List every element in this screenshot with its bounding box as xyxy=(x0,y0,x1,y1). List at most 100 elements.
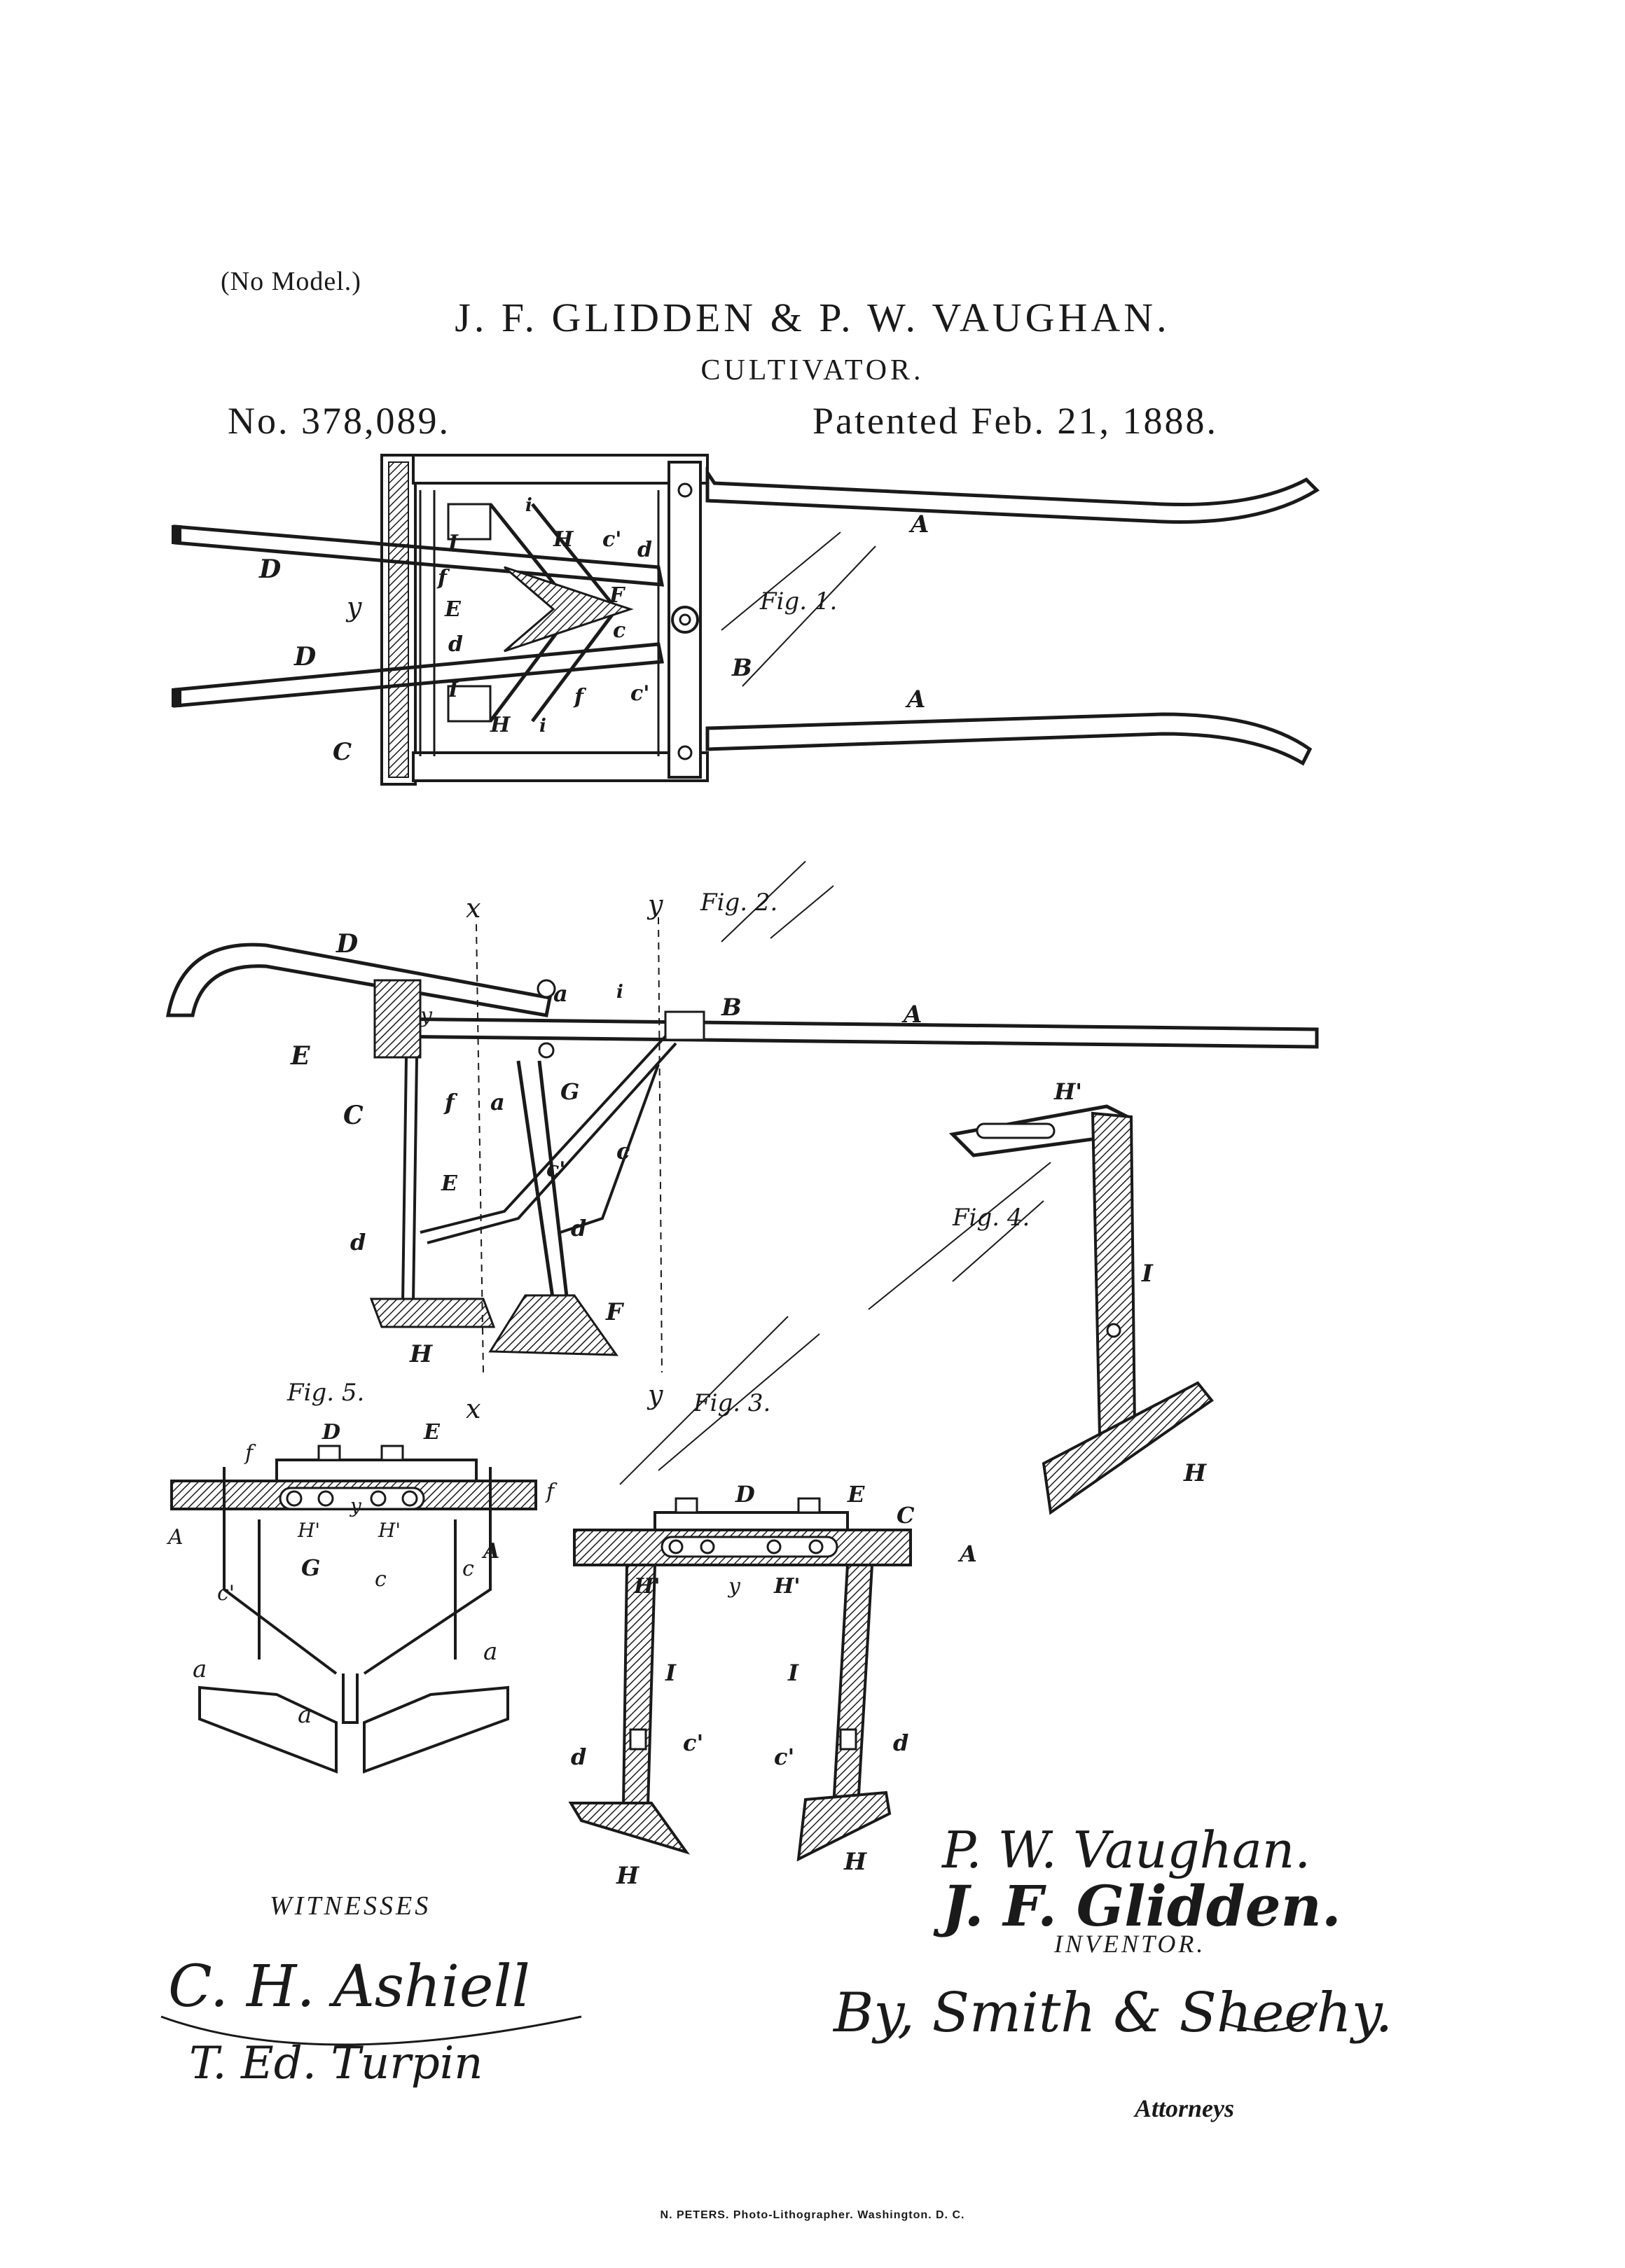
no-model-note: (No Model.) xyxy=(221,267,361,296)
patent-title: CULTIVATOR. xyxy=(700,354,925,387)
fig2-label-y: y xyxy=(419,1003,433,1028)
label-f-upper: f xyxy=(436,566,450,590)
fig-4-caption: Fig. 4. xyxy=(952,1204,1030,1232)
fig5-label-G: G xyxy=(301,1554,320,1581)
fig-5-caption: Fig. 5. xyxy=(286,1379,364,1407)
witness-signature-1: C. H. Ashiell xyxy=(168,1954,530,2020)
fig5-label-a-left: a xyxy=(193,1655,207,1683)
fig3-label-c-prime-left: c' xyxy=(683,1730,703,1756)
fig2-label-f: f xyxy=(443,1089,458,1115)
label-H-upper: H xyxy=(553,527,574,552)
fig2-label-c: c xyxy=(616,1138,630,1164)
patent-date: Patented Feb. 21, 1888. xyxy=(813,400,1218,442)
fig2-label-c-prime: c' xyxy=(546,1157,565,1182)
fig3-label-C: C xyxy=(897,1502,915,1529)
fig3-label-A: A xyxy=(957,1540,977,1567)
fig5-label-a-center: a xyxy=(298,1701,312,1729)
fig3-label-H-prime-right: H' xyxy=(773,1574,801,1599)
label-D-bottom: D xyxy=(293,642,316,672)
fig2-label-C: C xyxy=(343,1101,364,1130)
fig5-label-y: y xyxy=(349,1494,362,1517)
fig5-label-D: D xyxy=(321,1420,340,1445)
inventor-signature-glidden: J. F. Glidden. xyxy=(942,1873,1341,1939)
fig5-label-E: E xyxy=(423,1420,441,1445)
fig3-label-d-right: d xyxy=(893,1730,908,1756)
inventor-label: INVENTOR. xyxy=(1054,1930,1206,1958)
label-x-bottom: x xyxy=(466,1393,480,1424)
fig-1-caption: Fig. 1. xyxy=(759,587,837,615)
label-y-bottom: y xyxy=(646,1379,663,1410)
label-I-upper: I xyxy=(448,531,459,555)
fig4-label-I: I xyxy=(1141,1260,1154,1288)
figure-3: Fig. 3. D E C A H' H' y I I c' c' d d H … xyxy=(568,1316,977,1890)
label-c-prime-upper: c' xyxy=(602,527,621,552)
fig5-label-H-prime-left: H' xyxy=(297,1519,320,1542)
label-E: E xyxy=(444,597,462,622)
fig3-label-H-left: H xyxy=(616,1862,640,1890)
inventor-names: J. F. GLIDDEN & P. W. VAUGHAN. xyxy=(455,295,1170,340)
label-i-upper: i xyxy=(525,495,532,516)
fig2-label-B: B xyxy=(721,994,742,1022)
label-y-fig1: y xyxy=(345,592,362,622)
fig5-label-c-prime: c' xyxy=(217,1581,235,1606)
fig3-label-H-prime-left: H' xyxy=(633,1574,661,1599)
label-c-prime-lower: c' xyxy=(630,681,649,706)
fig2-label-d-left: d xyxy=(350,1229,366,1255)
fig5-label-f-left: f xyxy=(244,1441,256,1466)
fig5-label-a-right: a xyxy=(483,1638,497,1666)
fig2-label-i: i xyxy=(616,982,623,1003)
attorneys-label: Attorneys xyxy=(1135,2094,1235,2122)
printer-credit: N. PETERS. Photo-Lithographer. Washingto… xyxy=(660,2209,965,2221)
fig2-label-E: E xyxy=(290,1041,310,1071)
label-H-lower: H xyxy=(490,713,511,737)
fig5-label-f-right: f xyxy=(545,1480,558,1504)
fig2-label-F: F xyxy=(605,1298,625,1326)
label-d-upper: d xyxy=(637,538,652,562)
fig3-label-d-left: d xyxy=(571,1744,586,1770)
label-F: F xyxy=(609,583,626,608)
attorney-signature: By, Smith & Sheehy. xyxy=(834,1982,1393,2045)
fig5-label-c-right: c xyxy=(462,1557,474,1581)
label-A-top: A xyxy=(908,510,929,538)
fig5-label-A-right: A xyxy=(481,1539,499,1564)
fig2-label-d-right: d xyxy=(571,1215,586,1241)
label-d-lower: d xyxy=(448,632,463,657)
label-A-bottom: A xyxy=(905,686,925,714)
label-I-lower: I xyxy=(448,678,459,702)
fig4-label-H: H xyxy=(1183,1459,1208,1487)
figure-4: H' I H Fig. 4. xyxy=(868,1078,1214,1515)
witnesses-label: WITNESSES xyxy=(270,1891,431,1921)
label-i-lower: i xyxy=(539,716,546,737)
fig3-label-E: E xyxy=(847,1481,865,1508)
fig3-label-c-prime-right: c' xyxy=(774,1744,794,1770)
fig-2-caption: Fig. 2. xyxy=(700,889,777,917)
label-x-top: x xyxy=(466,893,480,924)
fig5-label-c: c xyxy=(375,1567,387,1592)
fig2-label-H: H xyxy=(409,1340,434,1368)
fig5-label-H-prime-right: H' xyxy=(378,1519,401,1542)
witness-signature-2: T. Ed. Turpin xyxy=(189,2038,483,2089)
label-D-top: D xyxy=(258,555,281,584)
fig3-label-I-right: I xyxy=(787,1660,799,1686)
fig3-label-I-left: I xyxy=(665,1660,677,1686)
fig2-label-G: G xyxy=(560,1078,579,1105)
fig5-label-A-left: A xyxy=(166,1525,184,1550)
fig2-label-a: a xyxy=(490,1089,505,1115)
label-c: c xyxy=(613,618,625,643)
figure-5: Fig. 5. D E G H' H' y c' c c a a a f f A… xyxy=(166,1379,558,1774)
fig3-label-H-right: H xyxy=(843,1848,868,1876)
inventor-signature-vaughan: P. W. Vaughan. xyxy=(942,1821,1311,1879)
patent-number: No. 378,089. xyxy=(228,400,450,442)
fig2-label-E-lower: E xyxy=(441,1171,458,1196)
fig3-label-D: D xyxy=(735,1481,755,1508)
fig2-label-D: D xyxy=(336,929,358,959)
figure-2: x x y y Fig. 2. A B C D E E F G H a a c … xyxy=(166,861,1319,1424)
label-y-top: y xyxy=(646,889,663,920)
fig4-label-H-prime: H' xyxy=(1053,1078,1082,1105)
label-B: B xyxy=(731,654,752,682)
label-C: C xyxy=(333,738,352,766)
fig-3-caption: Fig. 3. xyxy=(693,1389,770,1417)
fig3-label-y: y xyxy=(727,1574,741,1599)
figure-1: A A B C D D E F H H I I c' c' d d c f f … xyxy=(172,454,1320,786)
